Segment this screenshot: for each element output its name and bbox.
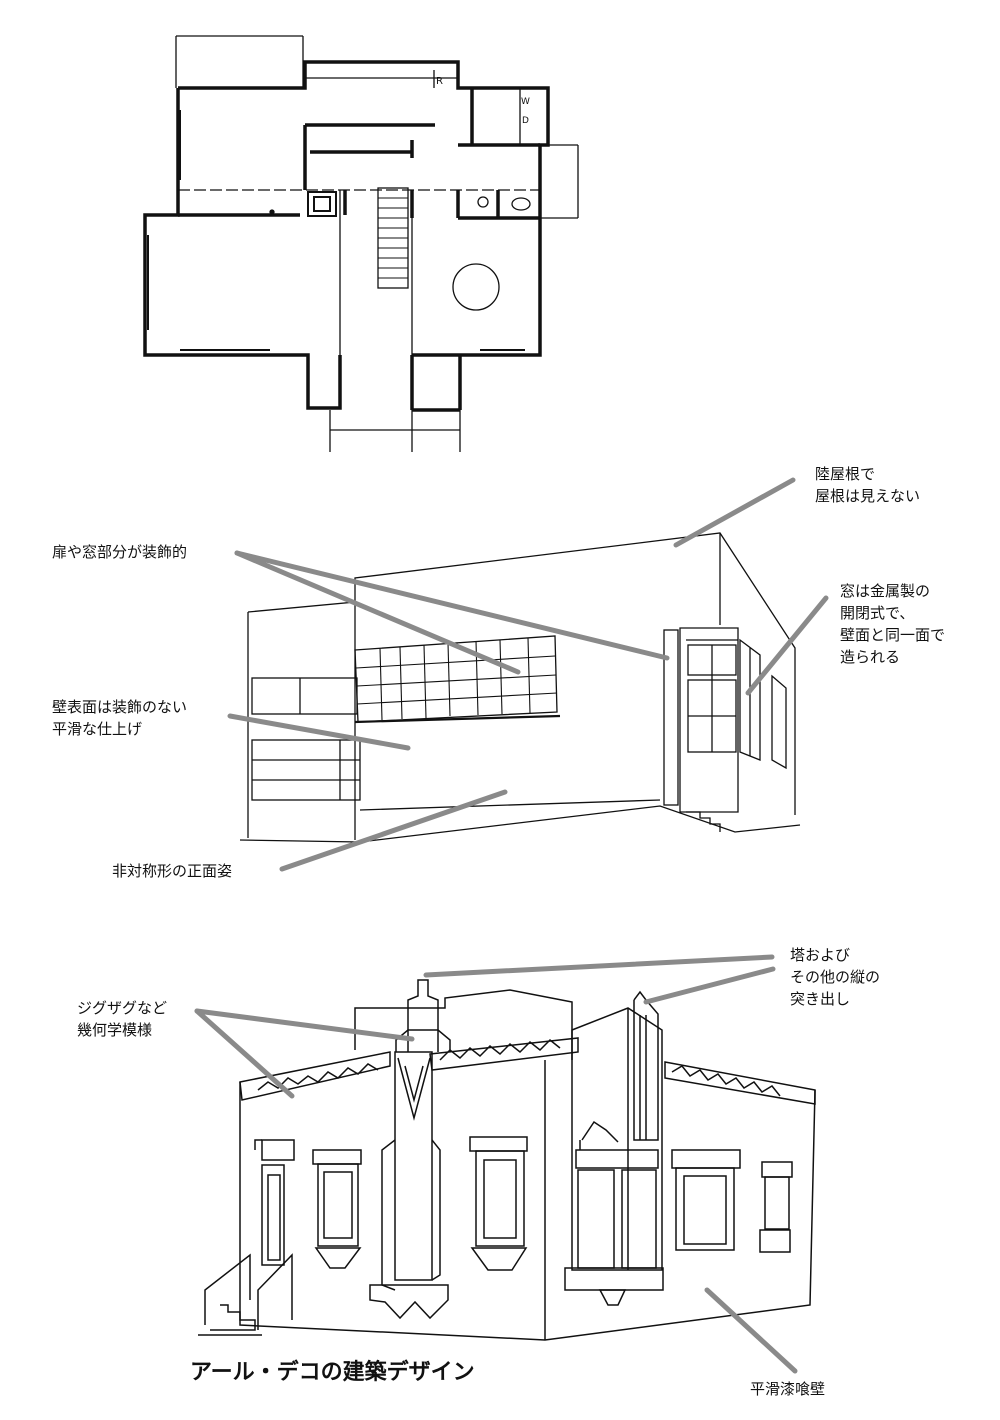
- leader-stucco: [704, 1287, 798, 1374]
- art-deco-title: アール・デコの建築デザイン: [190, 1360, 475, 1385]
- leader-zigzag-tower: [194, 1008, 415, 1042]
- leader-zigzag-parapet: [194, 1008, 295, 1099]
- art-deco-drawing: [198, 979, 816, 1341]
- floor-plan: [143, 35, 579, 452]
- leader-lines: [194, 477, 829, 1374]
- leader-ornament-door: [234, 550, 670, 661]
- label-smooth-wall: 壁表面は装飾のない 平滑な仕上げ: [52, 698, 188, 738]
- leader-metal-windows: [745, 595, 829, 696]
- leader-smooth-wall: [227, 713, 411, 751]
- label-zigzag: ジグザグなど 幾何学模様: [77, 999, 168, 1039]
- leader-flat-roof: [673, 477, 796, 548]
- leader-tower: [423, 954, 775, 978]
- label-stucco: 平滑漆喰壁: [750, 1380, 826, 1398]
- modern-house-drawing: [239, 532, 801, 843]
- leader-ornament-window: [234, 550, 521, 675]
- label-flat-roof: 陸屋根で 屋根は見えない: [815, 465, 921, 505]
- leader-vertical-fin: [643, 966, 776, 1005]
- dryer-label: D: [522, 116, 529, 126]
- label-ornament-doors-windows: 扉や窓部分が装飾的: [52, 543, 188, 561]
- label-metal-windows: 窓は金属製の 開閉式で、 壁面と同一面で 造られる: [840, 582, 946, 666]
- label-asymmetric: 非対称形の正面姿: [112, 862, 233, 880]
- range-label: R: [436, 76, 443, 87]
- washer-label: W: [521, 97, 530, 107]
- leader-asymmetric: [279, 789, 508, 872]
- label-tower: 塔および その他の縦の 突き出し: [790, 946, 881, 1008]
